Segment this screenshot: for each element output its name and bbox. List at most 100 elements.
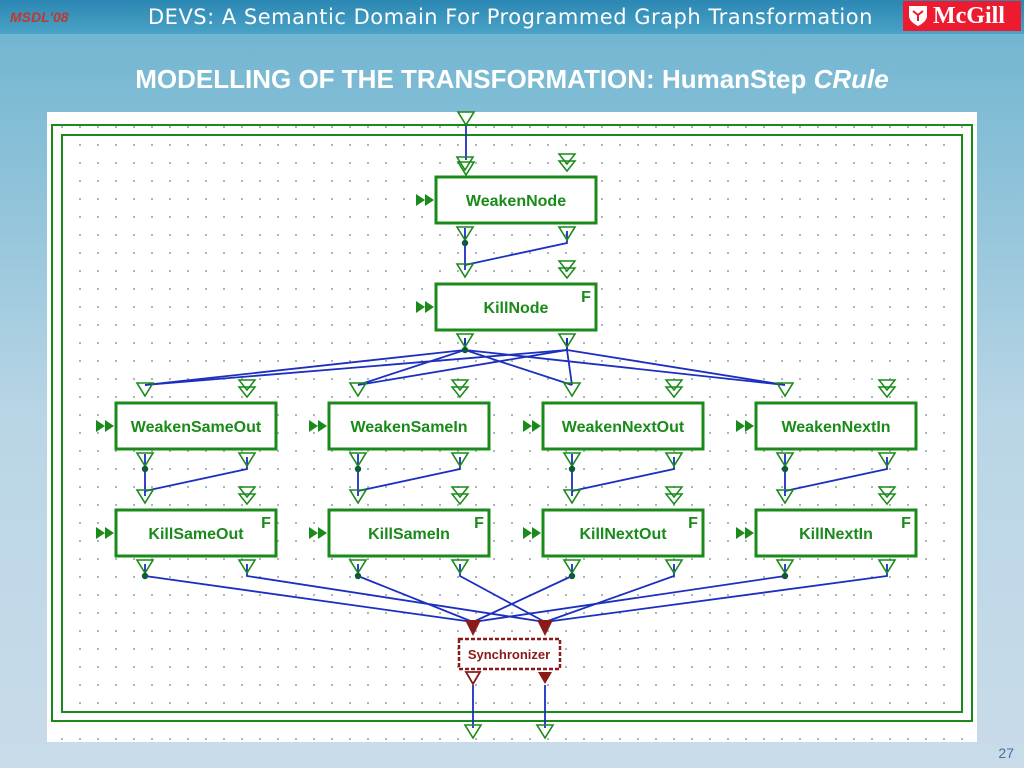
kill-same-in-box <box>327 508 491 558</box>
kill-next-out-next-arrow-icon-2 <box>532 527 541 539</box>
weaken-next-out-label: WeakenNextOut <box>562 419 685 436</box>
kill-next-in-success-joint <box>781 572 789 580</box>
wire-killnode-fail-to-weaken-next-in <box>566 338 786 386</box>
weaken-next-out-block: WeakenNextOut <box>541 401 705 451</box>
weaken-same-in-box <box>327 401 491 451</box>
kill-same-in-reset-port-icon-inner <box>450 493 470 506</box>
wire-killnode-to-weaken-next-out <box>464 338 573 386</box>
weaken-next-out-next-arrow-icon-2 <box>532 420 541 432</box>
kill-next-out-success-joint <box>568 572 576 580</box>
wire-killnode-to-weaken-same-in <box>357 338 466 386</box>
weaken-same-out-success-port-icon <box>135 452 155 468</box>
kill-same-out-reset-port-icon <box>237 486 257 499</box>
wire-kill-same-out-fail-to-sync <box>246 564 546 623</box>
weaken-next-in-fail-port-icon <box>877 452 897 468</box>
weaken-same-out-label: WeakenSameOut <box>131 419 262 436</box>
weaken-same-in-success-joint <box>354 465 362 473</box>
kill-next-in-success-port-icon <box>775 559 795 575</box>
kill-same-out-flag: F <box>261 515 271 532</box>
weaken-same-out-box <box>114 401 278 451</box>
slide-title-main: MODELLING OF THE TRANSFORMATION: HumanSt… <box>135 64 814 94</box>
weaken-next-out-next-arrow-icon <box>523 420 532 432</box>
weaken-same-out-reset-port-icon <box>237 379 257 392</box>
kill-next-out-next-arrow-icon <box>523 527 532 539</box>
weaken-next-in-next-arrow-icon <box>736 420 745 432</box>
slide-title: MODELLING OF THE TRANSFORMATION: HumanSt… <box>0 64 1024 95</box>
kill-same-out-success-port-icon <box>135 559 155 575</box>
weaken-node-success-port-icon <box>455 226 475 242</box>
kill-node-fail-port-icon <box>557 333 577 349</box>
weaken-same-in-reset-port-icon-inner <box>450 386 470 399</box>
inner-frame <box>61 134 963 713</box>
weaken-same-out-block: WeakenSameOut <box>114 401 278 451</box>
weaken-next-out-box <box>541 401 705 451</box>
wire-kill-same-in-fail-to-sync <box>459 564 546 623</box>
weaken-same-out-next-arrow-icon-2 <box>105 420 114 432</box>
weaken-node-in-port-icon <box>455 156 475 172</box>
weaken-same-out-fail-port-icon <box>237 452 257 468</box>
kill-same-in-flag: F <box>474 515 484 532</box>
weaken-same-in-next-arrow-icon-2 <box>318 420 327 432</box>
weaken-same-in-label: WeakenSameIn <box>350 419 467 436</box>
weaken-next-in-in-port-icon <box>775 382 795 398</box>
weaken-same-out-reset-port-icon-inner <box>237 386 257 399</box>
weaken-node-next-arrow-icon <box>416 194 425 206</box>
weaken-node-success-joint <box>461 239 469 247</box>
kill-same-in-next-arrow-icon-2 <box>318 527 327 539</box>
kill-same-in-fail-port-icon <box>450 559 470 575</box>
weaken-next-in-block: WeakenNextIn <box>754 401 918 451</box>
kill-same-out-label: KillSameOut <box>148 526 244 543</box>
synchronizer-block: Synchronizer <box>457 637 562 671</box>
kill-next-in-in-port-icon <box>775 489 795 505</box>
weaken-same-in-success-port-icon <box>348 452 368 468</box>
mcgill-logo: McGill <box>903 1 1021 31</box>
kill-node-reset-port-icon-inner <box>557 267 577 280</box>
kill-next-out-reset-port-icon <box>664 486 684 499</box>
synchronizer-label: Synchronizer <box>468 647 550 662</box>
weaken-node-reset-port-icon-inner <box>557 160 577 173</box>
page-number: 27 <box>998 745 1014 761</box>
weaken-same-in-block: WeakenSameIn <box>327 401 491 451</box>
weaken-next-in-next-arrow-icon-2 <box>745 420 754 432</box>
kill-next-out-flag: F <box>688 515 698 532</box>
kill-node-box <box>434 282 598 332</box>
kill-next-in-reset-port-icon <box>877 486 897 499</box>
kill-next-in-box <box>754 508 918 558</box>
kill-next-in-next-arrow-icon <box>736 527 745 539</box>
kill-same-out-box <box>114 508 278 558</box>
kill-same-out-block: KillSameOut F <box>114 508 278 558</box>
kill-next-out-fail-port-icon <box>664 559 684 575</box>
kill-next-in-fail-port-icon <box>877 559 897 575</box>
conference-label: MSDL'08 <box>10 9 69 25</box>
sync-out-right-icon <box>538 672 552 684</box>
weaken-next-in-reset-port-icon-inner <box>877 386 897 399</box>
wire-weakennode-fail <box>464 231 568 266</box>
wire-weaken-next-out-fail <box>571 457 675 492</box>
kill-next-out-success-port-icon <box>562 559 582 575</box>
kill-same-in-success-joint <box>354 572 362 580</box>
kill-next-out-reset-port-icon-inner <box>664 493 684 506</box>
bottom-output-right-icon <box>535 724 555 740</box>
kill-node-label: KillNode <box>484 300 549 317</box>
weaken-same-out-success-joint <box>141 465 149 473</box>
weaken-node-reset-port-icon <box>557 153 577 166</box>
wire-kill-same-out-to-sync <box>144 564 474 623</box>
deck-title: DEVS: A Semantic Domain For Programmed G… <box>148 5 873 29</box>
weaken-same-in-reset-port-icon <box>450 379 470 392</box>
kill-next-in-label: KillNextIn <box>799 526 873 543</box>
weaken-next-in-box <box>754 401 918 451</box>
kill-node-reset-port-icon <box>557 260 577 273</box>
kill-next-out-in-port-icon <box>562 489 582 505</box>
kill-same-out-success-joint <box>141 572 149 580</box>
bottom-output-left-icon <box>463 724 483 740</box>
weaken-node-next-arrow-icon-2 <box>425 194 434 206</box>
kill-next-in-reset-port-icon-inner <box>877 493 897 506</box>
wire-weaken-next-in-fail <box>784 457 888 492</box>
outer-frame <box>51 124 973 722</box>
wire-killnode-to-weaken-same-out <box>144 338 466 386</box>
kill-same-out-reset-port-icon-inner <box>237 493 257 506</box>
